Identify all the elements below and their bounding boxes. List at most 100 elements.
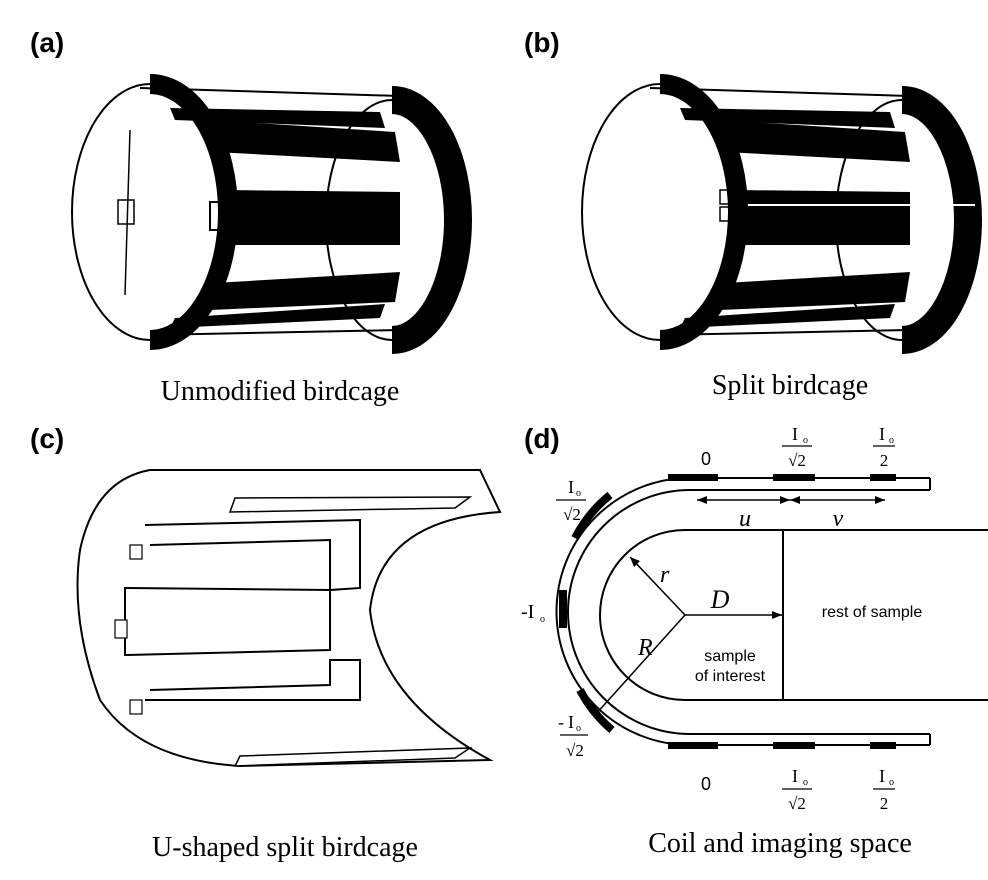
u-shaped-former <box>76 469 502 768</box>
current-element-top-mid <box>773 474 815 481</box>
label-u: u <box>739 506 751 532</box>
panel-caption-a: Unmodified birdcage <box>161 376 400 407</box>
panel-label-a: (a) <box>30 27 64 58</box>
arrowhead <box>697 496 707 504</box>
current-label-top-0: 0 <box>701 449 711 469</box>
end-conductor <box>228 496 473 513</box>
arrowhead <box>772 611 782 619</box>
subscript: o <box>889 777 894 788</box>
near-end-ring-band <box>149 74 238 350</box>
current-label-bottom-I0-2: I o 2 <box>873 766 895 813</box>
denominator: √2 <box>788 451 806 470</box>
region-sample-interest-line1: sample <box>704 648 756 665</box>
rung <box>225 190 400 245</box>
subscript: o <box>576 723 581 734</box>
current-label-top-I0-2: I o 2 <box>873 424 895 470</box>
panel-b: (b) Split birdcage <box>524 27 982 401</box>
split-birdcage-drawing <box>581 74 982 354</box>
rung <box>170 108 385 128</box>
u-shaped-birdcage-drawing <box>76 469 502 768</box>
subscript: o <box>803 777 808 788</box>
panel-label-c: (c) <box>30 423 64 454</box>
current-label-top-I0-sqrt2: I o √2 <box>782 424 812 470</box>
current-label-left-lower: - I o √2 <box>558 712 588 760</box>
current-element-top-0 <box>668 474 718 481</box>
current-label-left-middle: -I o <box>521 601 545 625</box>
rung <box>144 518 361 592</box>
rung <box>735 190 910 245</box>
coil-inner-edge <box>567 489 930 735</box>
I-symbol: I <box>879 766 885 786</box>
panel-caption-d: Coil and imaging space <box>648 828 912 859</box>
current-label-bottom-0: 0 <box>701 774 711 794</box>
capacitor <box>117 199 135 225</box>
panel-caption-c: U-shaped split birdcage <box>152 832 418 863</box>
arrowhead <box>875 496 885 504</box>
arrowhead <box>630 557 640 567</box>
rung <box>210 272 400 310</box>
denominator: √2 <box>566 741 584 760</box>
minus-sign: - <box>558 712 564 732</box>
rung <box>720 120 910 162</box>
arrowhead <box>790 496 800 504</box>
panel-c: (c) U-shaped split birdcage <box>30 423 502 863</box>
I-symbol: I <box>568 477 574 497</box>
current-element-arc-lower <box>576 688 615 734</box>
bottom-outline <box>149 329 401 336</box>
I-symbol: I <box>792 424 798 444</box>
region-rest-of-sample: rest of sample <box>822 604 923 621</box>
dimension-r <box>629 556 686 616</box>
rung <box>720 272 910 310</box>
panel-caption-b: Split birdcage <box>712 370 868 401</box>
current-label-left-upper: I o √2 <box>556 477 586 524</box>
denominator: 2 <box>880 451 889 470</box>
current-element-top-end <box>870 474 896 481</box>
denominator: 2 <box>880 794 889 813</box>
dimension-R <box>594 614 686 716</box>
current-element-arc-upper <box>571 491 613 540</box>
sample-boundary <box>599 529 988 701</box>
I-symbol: I <box>879 424 885 444</box>
I-symbol: I <box>792 766 798 786</box>
panel-d: (d) <box>521 423 988 859</box>
denominator: √2 <box>788 794 806 813</box>
denominator: √2 <box>563 505 581 524</box>
rung <box>680 304 895 328</box>
far-end-ring-band <box>901 86 982 354</box>
bottom-outline <box>659 329 911 336</box>
panel-a: (a) Unmodified birdcage <box>30 27 472 407</box>
I-symbol: I <box>568 712 574 732</box>
panel-label-b: (b) <box>524 27 560 58</box>
capacitor <box>114 619 128 639</box>
subscript: o <box>889 435 894 446</box>
rung <box>210 120 400 162</box>
current-label-bottom-I0-sqrt2: I o √2 <box>782 766 812 813</box>
subscript: o <box>540 614 545 625</box>
capacitor <box>129 544 143 560</box>
rung <box>170 304 385 328</box>
region-sample-interest-line2: of interest <box>695 668 766 685</box>
unmodified-birdcage-drawing <box>71 74 472 354</box>
end-conductor <box>233 747 473 767</box>
label-r: r <box>660 562 670 588</box>
coil-and-imaging-space-diagram: u v r D R rest of sample sample of inter… <box>521 424 988 813</box>
neg-I-symbol: -I <box>521 601 534 623</box>
rung <box>145 659 361 701</box>
current-element-bottom-0 <box>668 742 718 749</box>
inner-edge <box>124 129 131 296</box>
current-element-bottom-end <box>870 742 896 749</box>
rung <box>680 108 895 128</box>
far-end-ring-band <box>391 86 472 354</box>
label-D: D <box>710 585 730 614</box>
panel-label-d: (d) <box>524 423 560 454</box>
current-element-bottom-mid <box>773 742 815 749</box>
arrowhead <box>780 496 790 504</box>
coil-outer-edge <box>555 477 930 746</box>
subscript: o <box>576 488 581 499</box>
label-R: R <box>637 635 653 661</box>
near-end-ring-band <box>659 74 748 350</box>
capacitor <box>129 699 143 715</box>
subscript: o <box>803 435 808 446</box>
